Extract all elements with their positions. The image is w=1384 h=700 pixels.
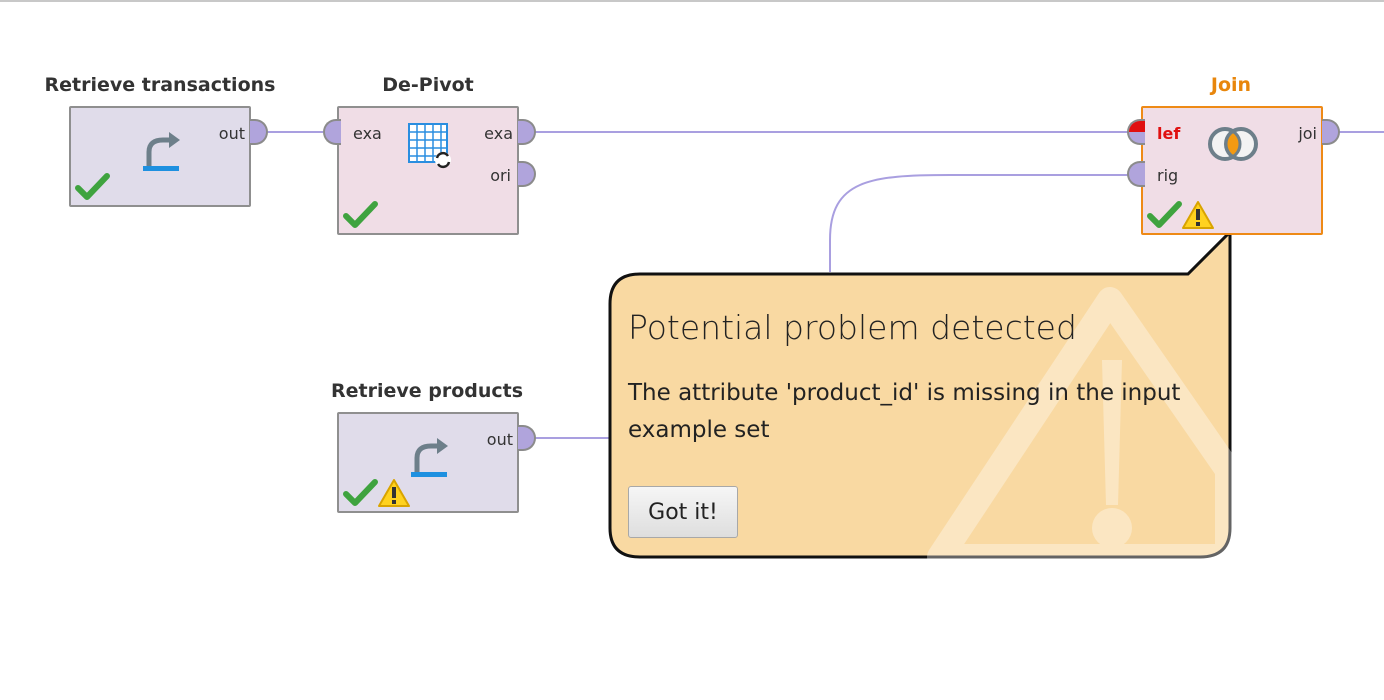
operator-title-retrieve-transactions: Retrieve transactions	[44, 74, 276, 96]
warning-icon	[378, 479, 410, 507]
port-de-pivot-exa-out[interactable]	[518, 119, 536, 145]
port-de-pivot-exa-in[interactable]	[323, 119, 341, 145]
curved-arrow-icon	[411, 438, 448, 477]
table-refresh-icon	[408, 123, 451, 169]
port-label-joi: joi	[1298, 124, 1317, 143]
check-icon	[1147, 201, 1182, 228]
check-icon	[343, 201, 378, 228]
wire-products-join-upper[interactable]	[829, 174, 1129, 272]
port-label-out: out	[218, 124, 245, 143]
port-label-lef: lef	[1157, 124, 1181, 143]
callout-message: The attribute 'product_id' is missing in…	[628, 380, 1181, 443]
operator-title-retrieve-products: Retrieve products	[330, 380, 524, 402]
port-retrieve-transactions-out[interactable]	[250, 119, 268, 145]
port-label-out: out	[486, 430, 513, 449]
callout-watermark-warning-icon	[927, 287, 1241, 570]
port-label-rig: rig	[1157, 166, 1179, 185]
port-join-lef-in[interactable]	[1127, 119, 1145, 145]
top-border	[0, 0, 1384, 2]
callout-bubble	[608, 228, 1232, 559]
venn-circles-icon	[1208, 127, 1258, 161]
check-icon	[343, 479, 378, 506]
operator-join[interactable]: lef rig joi	[1141, 106, 1323, 235]
got-it-button[interactable]: Got it!	[628, 486, 738, 538]
operator-title-de-pivot: De-Pivot	[382, 74, 474, 96]
port-join-joi-out[interactable]	[1322, 119, 1340, 145]
operator-de-pivot[interactable]: exa exa ori	[337, 106, 519, 235]
operator-title-join: Join	[1210, 74, 1252, 96]
operator-retrieve-transactions[interactable]: out	[69, 106, 251, 207]
port-retrieve-products-out[interactable]	[518, 425, 536, 451]
port-join-rig-in[interactable]	[1127, 161, 1145, 187]
port-label-exa-in: exa	[353, 124, 382, 143]
port-label-ori: ori	[490, 166, 511, 185]
operator-retrieve-products[interactable]: out	[337, 412, 519, 513]
callout-title: Potential problem detected	[628, 308, 1077, 347]
port-error-indicator	[1129, 121, 1145, 132]
check-icon	[75, 173, 110, 200]
warning-icon	[1182, 201, 1214, 229]
port-de-pivot-ori-out[interactable]	[518, 161, 536, 187]
curved-arrow-icon	[143, 132, 180, 171]
port-label-exa-out: exa	[484, 124, 513, 143]
